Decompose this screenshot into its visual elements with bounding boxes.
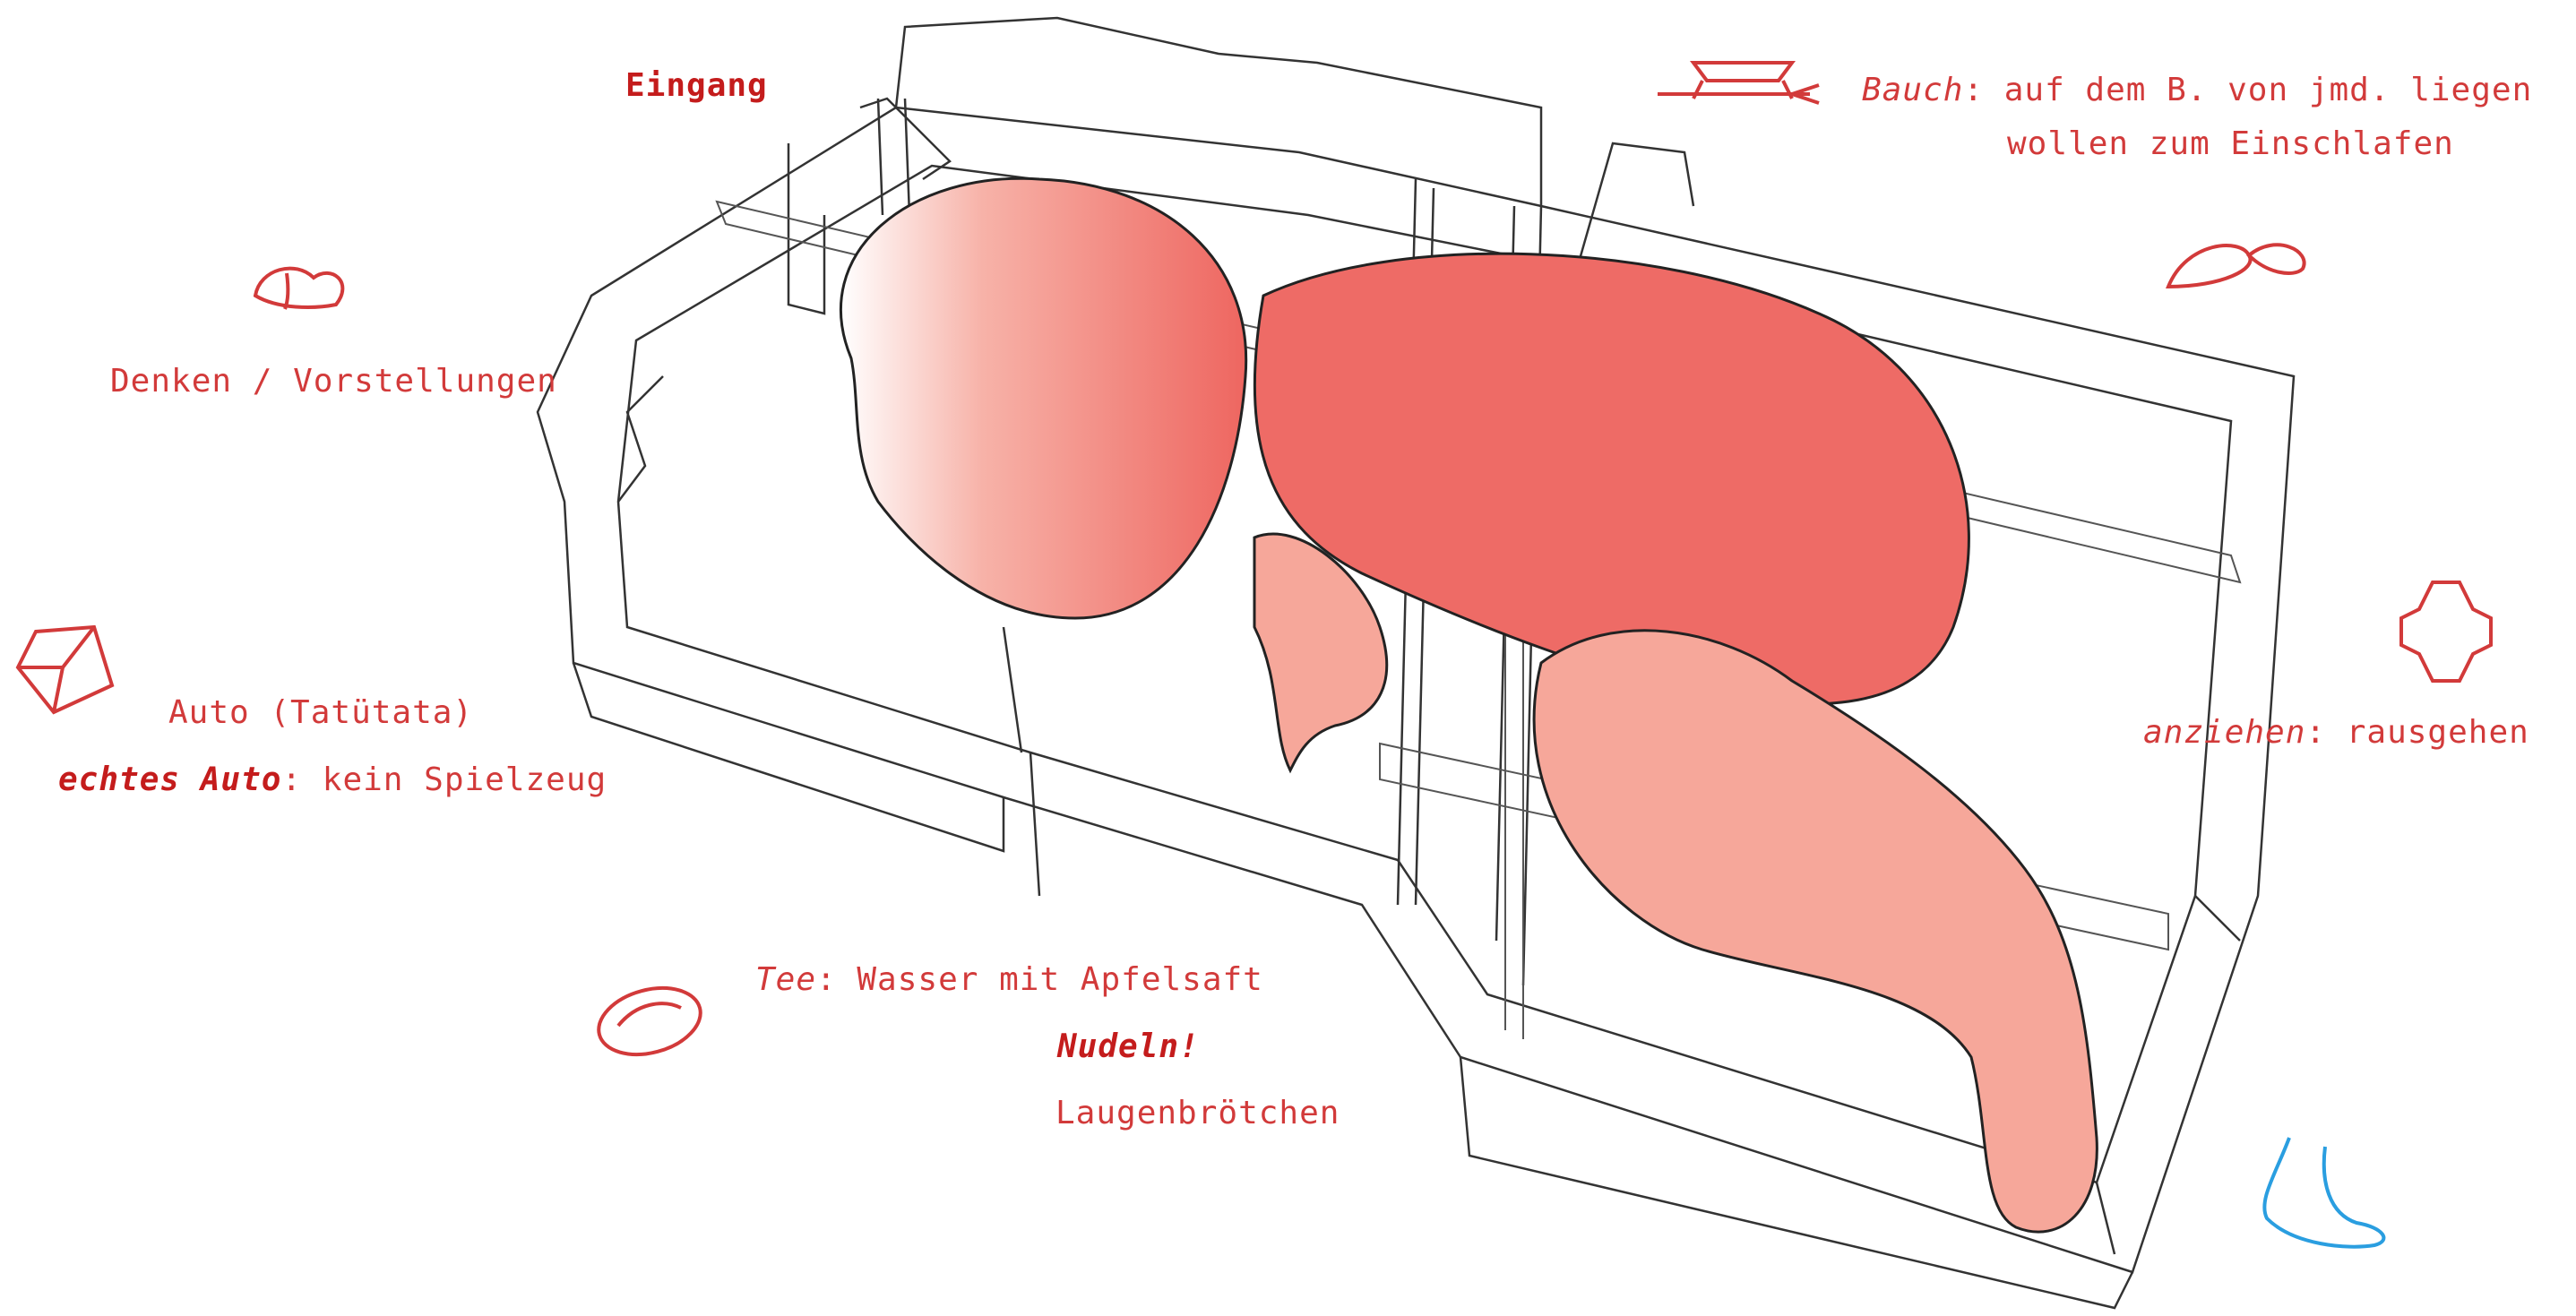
label-bauch-key: Bauch — [1862, 72, 1963, 108]
label-auto: Auto (Tatütata) — [168, 694, 473, 731]
shirt-icon — [2401, 582, 2491, 681]
belly-icon — [1658, 63, 1819, 103]
label-anziehen: anziehen: rausgehen — [2143, 714, 2529, 751]
label-tee-key: Tee — [755, 961, 816, 998]
bread-roll-icon — [591, 977, 708, 1065]
label-echtes-auto: echtes Auto: kein Spielzeug — [58, 761, 607, 798]
label-bauch-rest: : auf dem B. von jmd. liegen — [1963, 72, 2532, 108]
label-eingang: Eingang — [625, 67, 768, 104]
label-echtes-auto-key: echtes Auto — [58, 761, 281, 798]
label-bauch: Bauch: auf dem B. von jmd. liegen — [1862, 72, 2532, 108]
figure-head — [840, 178, 1245, 618]
car-cube-icon — [18, 627, 112, 712]
label-nudeln: Nudeln! — [1057, 1028, 1200, 1065]
child-figure — [840, 178, 2097, 1232]
label-anziehen-rest: : rausgehen — [2305, 714, 2529, 751]
label-tee-rest: : Wasser mit Apfelsaft — [816, 961, 1263, 998]
label-denken: Denken / Vorstellungen — [110, 363, 557, 400]
label-anziehen-key: anziehen — [2143, 714, 2305, 751]
label-tee: Tee: Wasser mit Apfelsaft — [755, 961, 1263, 998]
label-laugen: Laugenbrötchen — [1055, 1095, 1340, 1131]
label-echtes-auto-rest: : kein Spielzeug — [281, 761, 607, 798]
label-bauch-line2: wollen zum Einschlafen — [2007, 125, 2454, 162]
candy-icon — [2168, 245, 2305, 287]
croissant-icon — [255, 269, 342, 309]
foot-icon — [2264, 1138, 2383, 1247]
figure-legs — [1534, 631, 2097, 1232]
